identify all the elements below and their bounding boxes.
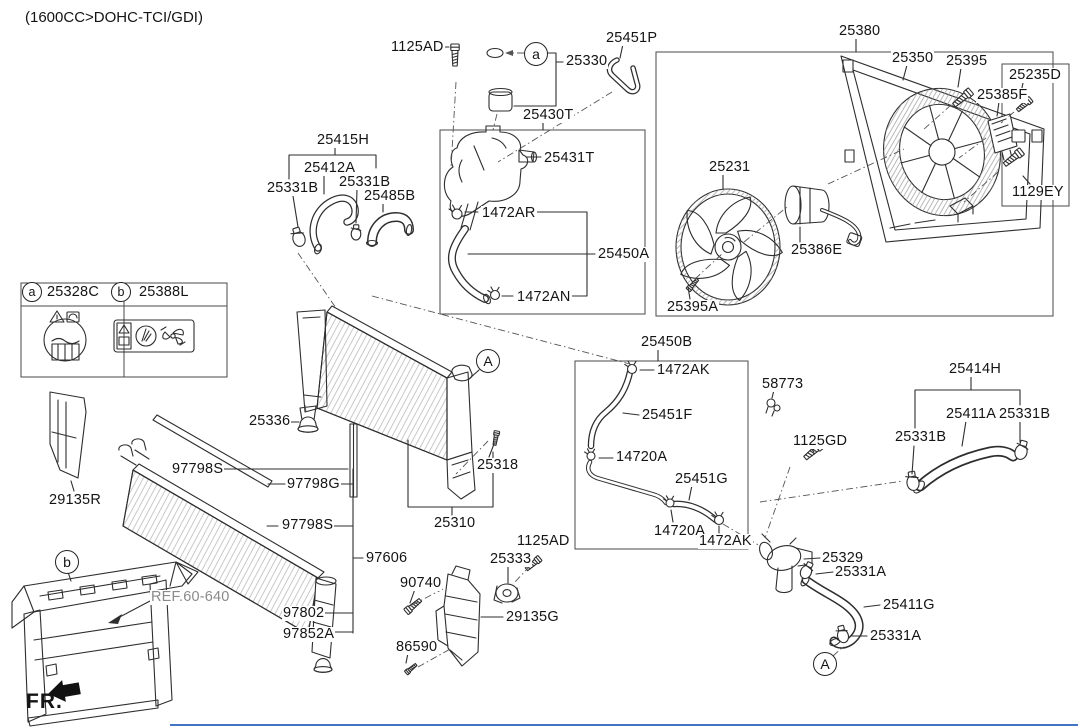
- part-label-25485B: 25485B: [363, 188, 417, 205]
- legend-marker-a: a: [22, 282, 42, 302]
- part-label-25331A-1: 25331A: [834, 564, 888, 581]
- part-label-25310: 25310: [433, 515, 477, 532]
- bracket-25333-drawing: [403, 554, 543, 676]
- part-label-97798S-2: 97798S: [281, 517, 335, 534]
- part-label-97798S-1: 97798S: [171, 461, 225, 478]
- part-label-25386E: 25386E: [790, 242, 844, 259]
- fan-blade-drawing: [676, 189, 783, 305]
- part-label-1472AK-1: 1472AK: [656, 362, 711, 379]
- part-label-86590: 86590: [395, 639, 439, 656]
- air-guard-right-drawing: [436, 566, 480, 666]
- part-label-97798G: 97798G: [286, 476, 341, 493]
- part-label-25415H: 25415H: [316, 132, 370, 149]
- part-label-25329: 25329: [821, 550, 865, 567]
- air-guard-left-drawing: [50, 392, 86, 478]
- part-label-25235D: 25235D: [1008, 67, 1062, 84]
- fan-motor-drawing: [785, 186, 862, 247]
- part-label-25450A: 25450A: [597, 246, 651, 263]
- clip-58773-drawing: [766, 399, 780, 416]
- legend-marker-b: b: [111, 282, 131, 302]
- reference-label: REF.60-640: [150, 589, 231, 606]
- part-label-1125AD-1: 1125AD: [390, 39, 445, 56]
- part-label-1129EY: 1129EY: [1011, 184, 1065, 201]
- radiator-drawing: [297, 306, 501, 499]
- marker-b-carrier: b: [55, 550, 79, 574]
- part-label-25231: 25231: [708, 159, 752, 176]
- part-label-1472AR: 1472AR: [481, 205, 537, 222]
- part-label-25395: 25395: [945, 53, 989, 70]
- fan-resistor-drawing: [685, 87, 1034, 293]
- part-label-14720A-2: 14720A: [653, 523, 707, 540]
- upper-hose-25411A-drawing: [904, 438, 1031, 495]
- part-label-25333: 25333: [489, 551, 533, 568]
- hose-group-box: [575, 361, 748, 549]
- part-label-90740: 90740: [399, 575, 443, 592]
- part-label-58773: 58773: [761, 376, 805, 393]
- part-label-25430T: 25430T: [522, 107, 575, 124]
- legend-icon-b: [114, 320, 194, 352]
- part-label-1472AK-2: 1472AK: [698, 533, 753, 550]
- marker-A-hose: A: [813, 652, 837, 676]
- part-label-25331B-2: 25331B: [338, 174, 392, 191]
- part-label-29135R: 29135R: [48, 492, 102, 509]
- legend-code-b: 25388L: [138, 284, 190, 301]
- part-label-25411G: 25411G: [882, 597, 936, 614]
- front-carrier-drawing: [12, 562, 198, 726]
- part-label-25450B: 25450B: [640, 334, 694, 351]
- part-label-1125AD-2: 1125AD: [516, 533, 571, 550]
- part-label-25318: 25318: [476, 457, 520, 474]
- part-label-25451F: 25451F: [641, 407, 694, 424]
- part-label-25331B-4: 25331B: [894, 429, 948, 446]
- assembly-lines: [298, 50, 1014, 667]
- diagram-title: (1600CC>DOHC-TCI/GDI): [25, 9, 203, 26]
- part-label-25331B-3: 25331B: [998, 406, 1052, 423]
- legend-code-a: 25328C: [46, 284, 100, 301]
- part-label-25380: 25380: [838, 23, 882, 40]
- part-label-97852A: 97852A: [282, 626, 336, 643]
- bottom-rule: [170, 724, 1078, 726]
- part-label-25331A-2: 25331A: [869, 628, 923, 645]
- lower-hose-25411G-drawing: [797, 559, 859, 647]
- fr-direction-arrow: [48, 680, 81, 702]
- legend-icon-a: [44, 311, 86, 361]
- coolant-reservoir-drawing: [444, 43, 536, 305]
- part-label-97606: 97606: [365, 550, 409, 567]
- part-label-25385F: 25385F: [976, 87, 1029, 104]
- part-label-25330: 25330: [565, 53, 609, 70]
- marker-A-radiator: A: [476, 349, 500, 373]
- part-label-25412A: 25412A: [303, 160, 357, 177]
- part-label-25336: 25336: [248, 413, 292, 430]
- part-label-14720A-1: 14720A: [615, 449, 669, 466]
- water-inlet-fitting-drawing: [757, 440, 826, 593]
- overflow-hose-drawing: [610, 60, 638, 92]
- part-label-25451P: 25451P: [605, 30, 659, 47]
- marker-a-cap: a: [524, 42, 548, 66]
- part-label-25395A: 25395A: [666, 299, 720, 316]
- part-label-29135G: 29135G: [505, 609, 560, 626]
- part-label-25350: 25350: [891, 50, 935, 67]
- reservoir-hose-set-drawing: [289, 198, 413, 255]
- part-label-25411A: 25411A: [945, 406, 998, 423]
- part-label-1472AN: 1472AN: [516, 289, 572, 306]
- part-label-1125GD: 1125GD: [792, 433, 849, 450]
- reservoir-pipe-hoses-drawing: [584, 360, 724, 525]
- part-label-25414H: 25414H: [948, 361, 1002, 378]
- fan-assembly-group-box: [656, 52, 1053, 316]
- part-label-25451G: 25451G: [674, 471, 729, 488]
- fan-shroud-drawing: [841, 56, 1044, 242]
- part-label-25331B-1: 25331B: [266, 180, 320, 197]
- part-label-97802: 97802: [282, 605, 326, 622]
- part-label-25431T: 25431T: [543, 150, 596, 167]
- fr-label: FR.: [26, 690, 63, 713]
